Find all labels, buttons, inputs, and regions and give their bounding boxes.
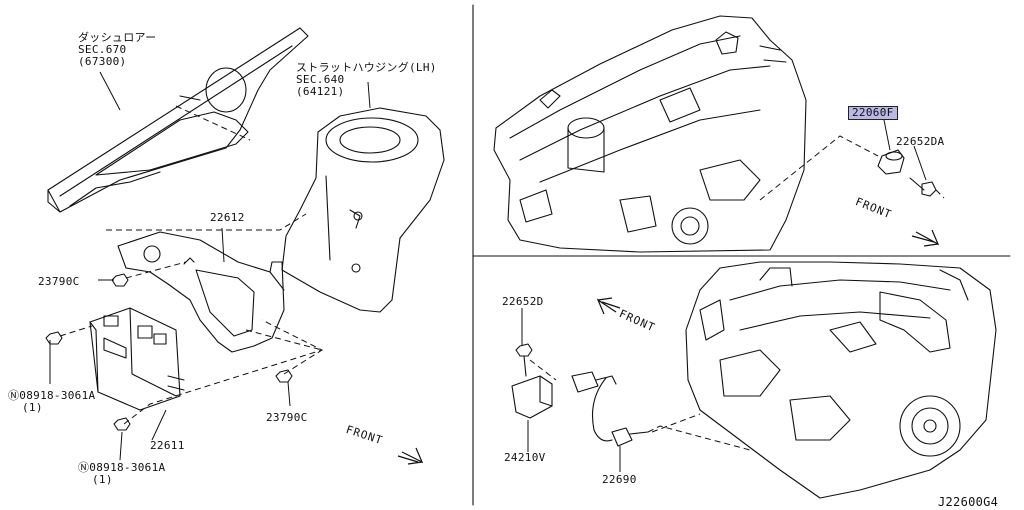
bolt-22652da	[909, 177, 937, 197]
nut-23790c-lower	[275, 369, 293, 383]
front-arrow-bottom-right	[596, 297, 621, 315]
strut-housing-ref: (64121)	[296, 85, 345, 98]
bolt-lower-label: Ⓝ08918-3061A (1)	[78, 462, 165, 486]
ecm-part-number[interactable]: 22611	[150, 439, 185, 452]
dash-lower-ref: (67300)	[78, 55, 127, 68]
strut-housing-label: ストラットハウジング(LH) SEC.640 (64121)	[296, 62, 437, 98]
dash-lower-name: ダッシュロアー	[78, 31, 157, 44]
nut-23790c-upper	[111, 273, 129, 287]
bolt-22652d	[515, 343, 533, 377]
nut-lower-part-number[interactable]: 23790C	[266, 411, 308, 424]
bolt-08918-lower	[113, 417, 131, 431]
bracket-22612	[117, 231, 285, 353]
bolt-upper-label: Ⓝ08918-3061A (1)	[8, 390, 95, 414]
dash-lower-panel	[47, 27, 309, 213]
strut-housing-sec: SEC.640	[296, 73, 345, 86]
dash-lower-sec: SEC.670	[78, 43, 127, 56]
strut-housing-name: ストラットハウジング(LH)	[296, 61, 437, 74]
ecm-22611	[89, 307, 185, 411]
diagram-code: J22600G4	[938, 495, 999, 509]
sensor-22690	[571, 371, 649, 447]
bracket-24210v-part-number[interactable]: 24210V	[504, 451, 546, 464]
highlighted-part-number[interactable]: 22060F	[848, 106, 898, 120]
bolt-lower-part-number[interactable]: Ⓝ08918-3061A	[78, 461, 166, 474]
bolt-lower-qty: (1)	[92, 473, 113, 486]
engine-side-view	[685, 261, 997, 499]
bolt-22652da-part-number[interactable]: 22652DA	[896, 135, 945, 148]
front-arrow-left-panel	[397, 447, 424, 465]
dash-lower-label: ダッシュロアー SEC.670 (67300)	[78, 32, 156, 68]
sensor-22060f	[877, 149, 905, 175]
bracket-part-number[interactable]: 22612	[210, 211, 245, 224]
front-arrow-top-right	[911, 229, 940, 247]
nut-upper-part-number[interactable]: 23790C	[38, 275, 80, 288]
strut-housing	[281, 107, 445, 313]
bolt-22652d-part-number[interactable]: 22652D	[502, 295, 544, 308]
bolt-upper-qty: (1)	[22, 401, 43, 414]
bracket-24210v	[511, 375, 553, 419]
bolt-upper-part-number[interactable]: Ⓝ08918-3061A	[8, 389, 96, 402]
bolt-08918-upper	[45, 331, 63, 345]
dashed-guides	[59, 105, 945, 451]
leader-lines	[49, 71, 927, 472]
sensor-22690-part-number[interactable]: 22690	[602, 473, 637, 486]
engine-top-view	[493, 15, 807, 253]
